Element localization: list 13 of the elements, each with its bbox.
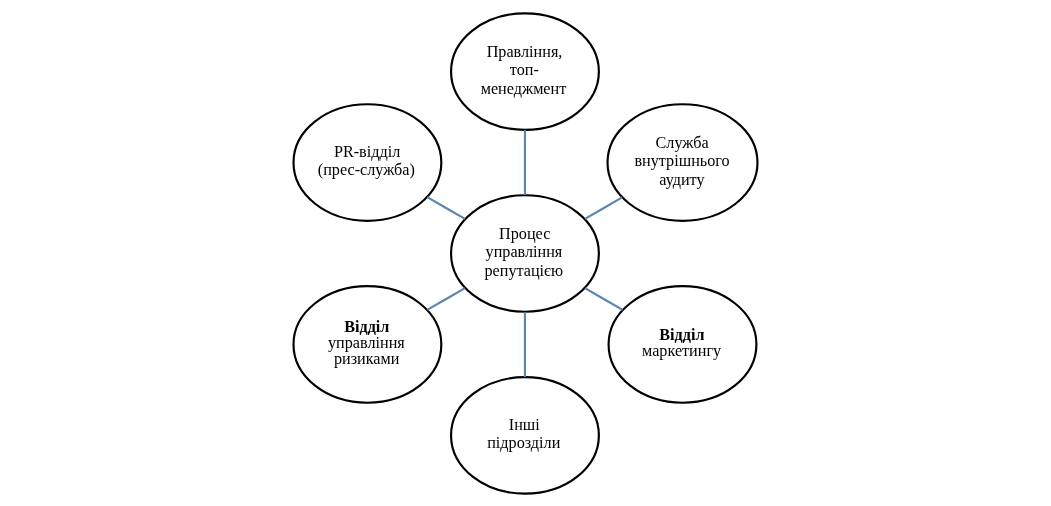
node-ellipse: PR-відділ (прес-служба): [292, 102, 443, 222]
connector: [426, 286, 466, 311]
connector: [584, 286, 624, 311]
node-ellipse: Правління, топ-менеджмент: [449, 11, 600, 131]
connector: [426, 195, 466, 220]
node-ellipse: Процес управління репутацією: [449, 193, 600, 313]
connector: [584, 195, 623, 220]
node-ellipse: Служба внутрішнього аудиту: [606, 102, 759, 222]
connector: [523, 129, 527, 195]
node-ellipse: Відділ маркетингу: [607, 284, 758, 404]
node-ellipse: Відділ управління ризиками: [292, 284, 443, 404]
node-ellipse: Інші підрозділи: [449, 375, 600, 495]
connector: [523, 311, 527, 377]
